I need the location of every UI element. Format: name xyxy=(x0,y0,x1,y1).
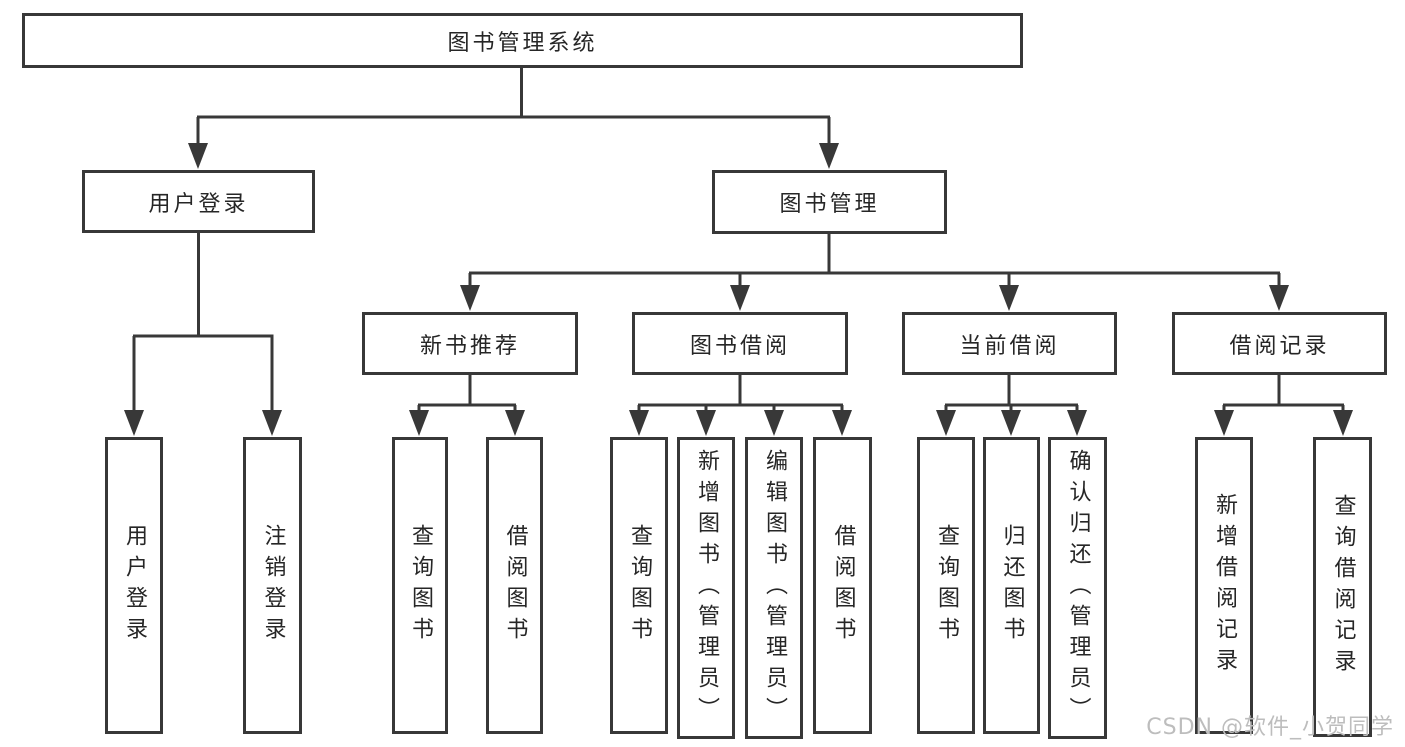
leaf-label: 注销登录 xyxy=(260,523,286,648)
leaf-label: 确认归还（管理员） xyxy=(1065,448,1091,728)
leaf-label: 新增图书（管理员） xyxy=(694,448,719,728)
leaf-logout: 注销登录 xyxy=(243,437,302,734)
leaf-borrow-books: 借阅图书 xyxy=(813,437,872,734)
node-label: 图书管理 xyxy=(779,192,880,217)
node-label: 当前借阅 xyxy=(959,333,1060,359)
node-label: 新书推荐 xyxy=(419,333,520,359)
leaf-label: 借阅图书 xyxy=(502,523,528,648)
leaf-query-books-recommend: 查询图书 xyxy=(392,437,448,734)
leaf-query-books-borrow: 查询图书 xyxy=(610,437,668,734)
node-label: 借阅记录 xyxy=(1229,333,1330,359)
leaf-label: 归还图书 xyxy=(999,523,1025,648)
leaf-label: 查询借阅记录 xyxy=(1330,494,1356,680)
leaf-label: 查询图书 xyxy=(934,523,959,648)
node-library-management-system: 图书管理系统 xyxy=(22,13,1023,68)
leaf-borrow-books-recommend: 借阅图书 xyxy=(486,437,543,734)
leaf-add-borrow-record: 新增借阅记录 xyxy=(1195,437,1253,734)
node-label: 用户登录 xyxy=(148,191,249,217)
leaf-label: 新增借阅记录 xyxy=(1212,492,1237,679)
node-user-login: 用户登录 xyxy=(82,170,315,233)
leaf-user-login: 用户登录 xyxy=(105,437,163,734)
node-book-borrow: 图书借阅 xyxy=(632,312,848,375)
leaf-label: 用户登录 xyxy=(122,523,147,648)
node-new-book-recommend: 新书推荐 xyxy=(362,312,578,375)
leaf-label: 查询图书 xyxy=(408,523,433,648)
leaf-label: 查询图书 xyxy=(627,523,652,648)
arrowheads xyxy=(124,143,1353,436)
watermark: CSDN @软件_小贺同学 xyxy=(1146,715,1394,740)
leaf-return-book: 归还图书 xyxy=(983,437,1040,734)
leaf-edit-book-admin: 编辑图书（管理员） xyxy=(745,437,803,739)
node-label: 图书管理系统 xyxy=(447,30,598,56)
leaf-label: 借阅图书 xyxy=(830,523,856,648)
leaf-query-books-current: 查询图书 xyxy=(917,437,975,734)
node-current-borrow: 当前借阅 xyxy=(902,312,1117,375)
node-label: 图书借阅 xyxy=(689,333,790,359)
node-borrow-records: 借阅记录 xyxy=(1172,312,1387,375)
leaf-confirm-return-admin: 确认归还（管理员） xyxy=(1048,437,1107,739)
tree-edges xyxy=(132,68,1345,414)
leaf-label: 编辑图书（管理员） xyxy=(762,448,787,728)
node-book-management: 图书管理 xyxy=(712,170,947,234)
leaf-add-book-admin: 新增图书（管理员） xyxy=(677,437,735,739)
leaf-query-borrow-record: 查询借阅记录 xyxy=(1313,437,1372,737)
